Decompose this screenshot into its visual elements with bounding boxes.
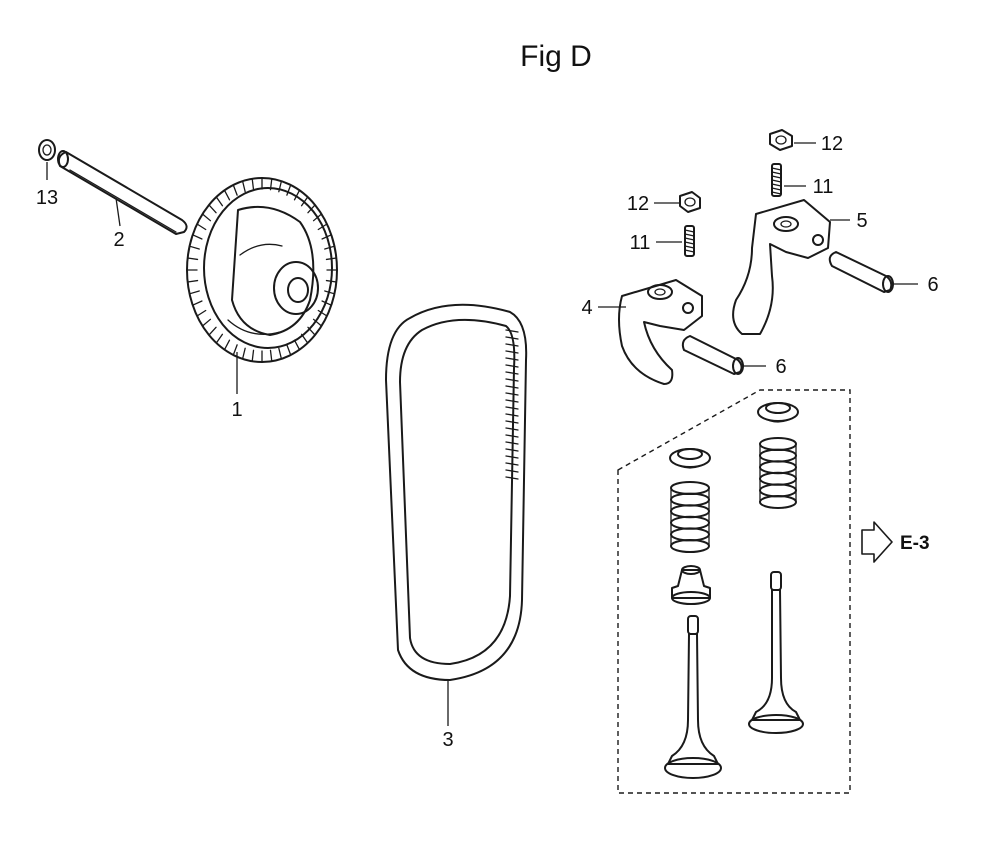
valve-retainer-right — [757, 402, 799, 423]
reference-e3: E-3 — [900, 533, 930, 554]
valve-exhaust — [748, 571, 804, 734]
callout-5: 5 — [856, 210, 867, 232]
part-6-pin-upper — [828, 251, 894, 293]
valve-stem-seal — [671, 565, 711, 605]
valve-retainer-left — [669, 448, 711, 469]
callout-11-lower: 11 — [630, 232, 651, 254]
callout-11-upper: 11 — [813, 176, 834, 198]
part-11-stud-lower — [684, 225, 695, 257]
part-12-nut-lower — [679, 191, 701, 213]
callout-2: 2 — [113, 229, 124, 251]
valve-assembly-box — [617, 389, 851, 794]
part-3-belt — [385, 303, 528, 681]
valve-spring-left — [670, 481, 710, 553]
callout-12-lower: 12 — [627, 193, 649, 215]
part-11-stud-upper — [771, 163, 782, 197]
callout-12-upper: 12 — [821, 133, 843, 155]
callout-6-lower: 6 — [775, 356, 786, 378]
callout-6-upper: 6 — [927, 274, 938, 296]
callout-13: 13 — [36, 187, 58, 209]
part-13-washer — [38, 139, 56, 161]
callout-3: 3 — [442, 729, 453, 751]
leader-lines — [46, 142, 918, 726]
callout-1: 1 — [231, 399, 242, 421]
part-4-rocker-arm — [618, 279, 703, 385]
valve-spring-right — [759, 437, 797, 509]
part-5-rocker-arm — [732, 199, 831, 335]
valve-intake — [664, 615, 722, 779]
part-6-pin-lower — [681, 335, 744, 375]
reference-arrow-icon — [861, 521, 893, 563]
figure-title: Fig D — [520, 40, 592, 73]
part-1-pulley — [186, 177, 338, 363]
part-12-nut-upper — [769, 129, 793, 151]
callout-4: 4 — [581, 297, 592, 319]
part-2-shaft — [57, 150, 188, 235]
